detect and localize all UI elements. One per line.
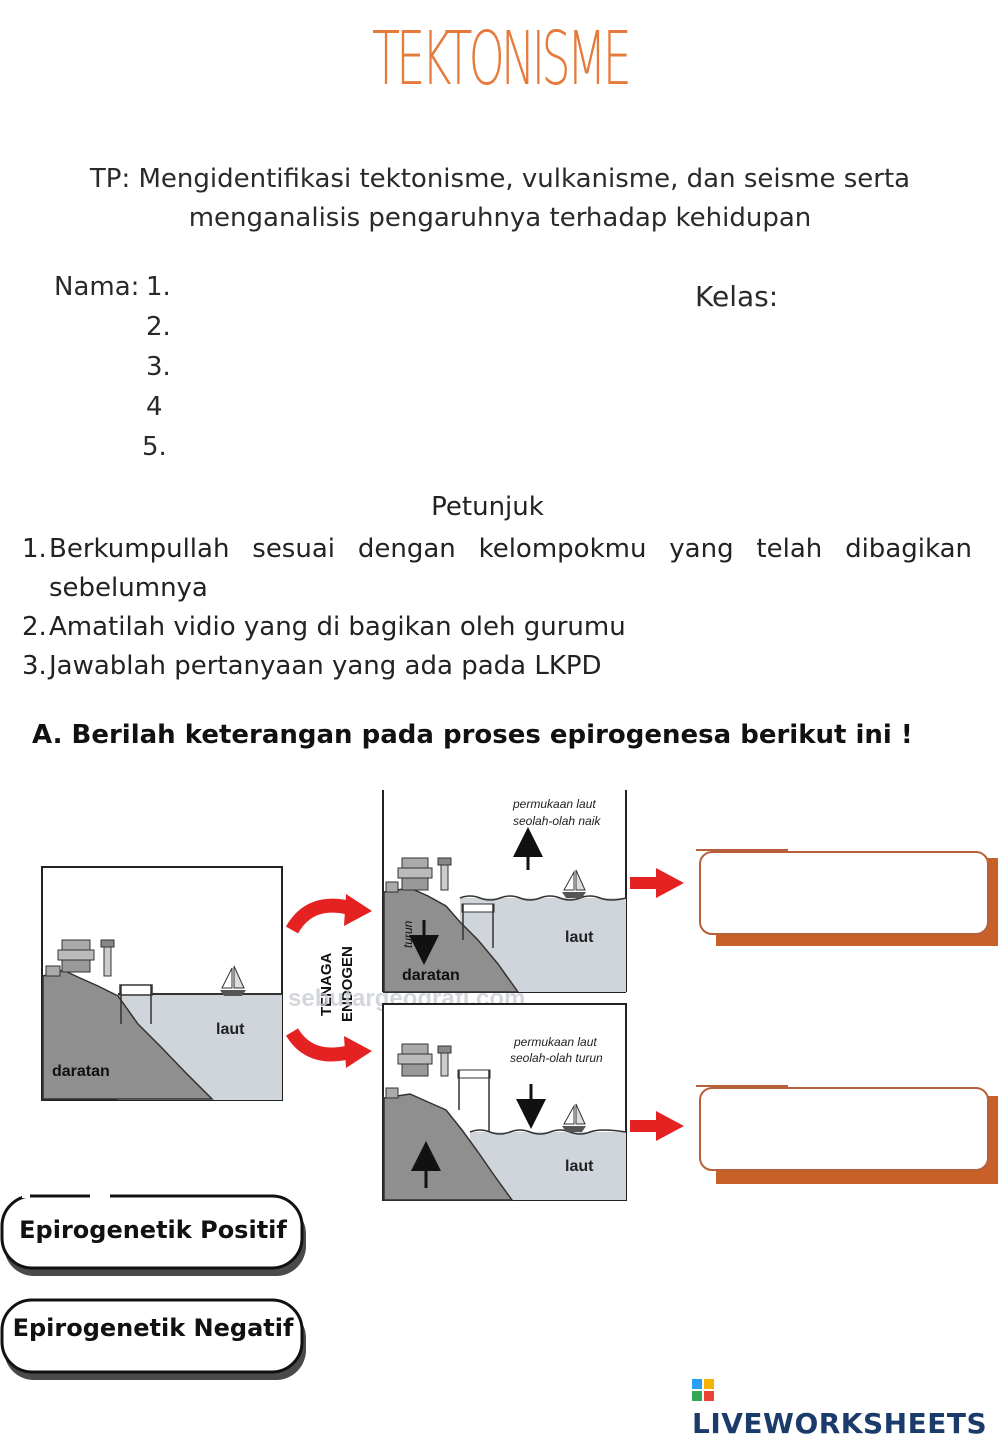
top-caption-line-2: seolah-olah naik: [513, 814, 601, 828]
option-epirogenetik-negatif[interactable]: Epirogenetik Negatif: [0, 1296, 310, 1386]
bottom-caption-line-1: permukaan laut: [513, 1035, 597, 1049]
answer-arrows: [630, 868, 684, 1141]
answer-box-bottom[interactable]: [696, 1082, 996, 1192]
instruction-text: Amatilah vidio yang di bagikan oleh guru…: [49, 608, 972, 647]
kelas-label: Kelas:: [695, 280, 778, 313]
bottom-process-panel: permukaan laut seolah-olah turun laut: [383, 1004, 626, 1200]
initial-state-panel: laut daratan: [42, 867, 282, 1100]
learning-objective-line-2: menganalisis pengaruhnya terhadap kehidu…: [40, 199, 960, 238]
option-epirogenetik-positif[interactable]: Epirogenetik Positif: [0, 1192, 310, 1282]
top-turun-label: turun: [401, 920, 415, 948]
instruction-number: 3.: [22, 647, 47, 686]
instruction-item: 3. Jawablah pertanyaan yang ada pada LKP…: [22, 647, 972, 687]
nama-number-1: 1.: [146, 272, 171, 302]
nama-number-2: 2.: [146, 312, 171, 342]
nama-number-5: 5.: [142, 432, 167, 462]
nama-number-4: 4: [146, 392, 163, 422]
top-daratan-label: daratan: [402, 967, 460, 984]
bottom-caption-line-2: seolah-olah turun: [510, 1051, 603, 1065]
option-label: Epirogenetik Positif: [0, 1216, 306, 1244]
top-caption-line-1: permukaan laut: [512, 797, 596, 811]
liveworksheets-brand: LIVEWORKSHEETS: [692, 1407, 987, 1440]
worksheet-title: TEKTONISME: [190, 22, 810, 96]
petunjuk-title: Petunjuk: [0, 492, 975, 522]
instruction-number: 1.: [22, 530, 47, 569]
instruction-item: 2. Amatilah vidio yang di bagikan oleh g…: [22, 608, 972, 648]
option-label: Epirogenetik Negatif: [0, 1314, 306, 1342]
answer-input-bottom[interactable]: [708, 1098, 978, 1158]
instruction-text: Jawablah pertanyaan yang ada pada LKPD: [49, 647, 972, 686]
top-process-panel: permukaan laut seolah-olah naik turun la…: [383, 790, 626, 992]
instruction-item: 1. Berkumpullah sesuai dengan kelompokmu…: [22, 530, 972, 610]
liveworksheets-logo: LIVEWORKSHEETS: [692, 1374, 1000, 1440]
section-a-heading: A. Berilah keterangan pada proses epirog…: [32, 720, 913, 750]
top-laut-label: laut: [565, 929, 594, 946]
left-laut-label: laut: [216, 1021, 245, 1038]
left-daratan-label: daratan: [52, 1063, 110, 1080]
nama-label: Nama:: [54, 272, 139, 302]
bottom-laut-label: laut: [565, 1158, 594, 1175]
nama-number-3: 3.: [146, 352, 171, 382]
instruction-text: Berkumpullah sesuai dengan kelompokmu ya…: [49, 530, 972, 608]
learning-objective-line-1: TP: Mengidentifikasi tektonisme, vulkani…: [40, 160, 960, 199]
answer-box-top[interactable]: [696, 846, 996, 956]
learning-objective: TP: Mengidentifikasi tektonisme, vulkani…: [40, 160, 960, 238]
answer-input-top[interactable]: [708, 862, 978, 922]
liveworksheets-icon: [692, 1379, 714, 1401]
instruction-number: 2.: [22, 608, 47, 647]
force-arrows: TENAGA ENDOGEN: [292, 894, 372, 1068]
